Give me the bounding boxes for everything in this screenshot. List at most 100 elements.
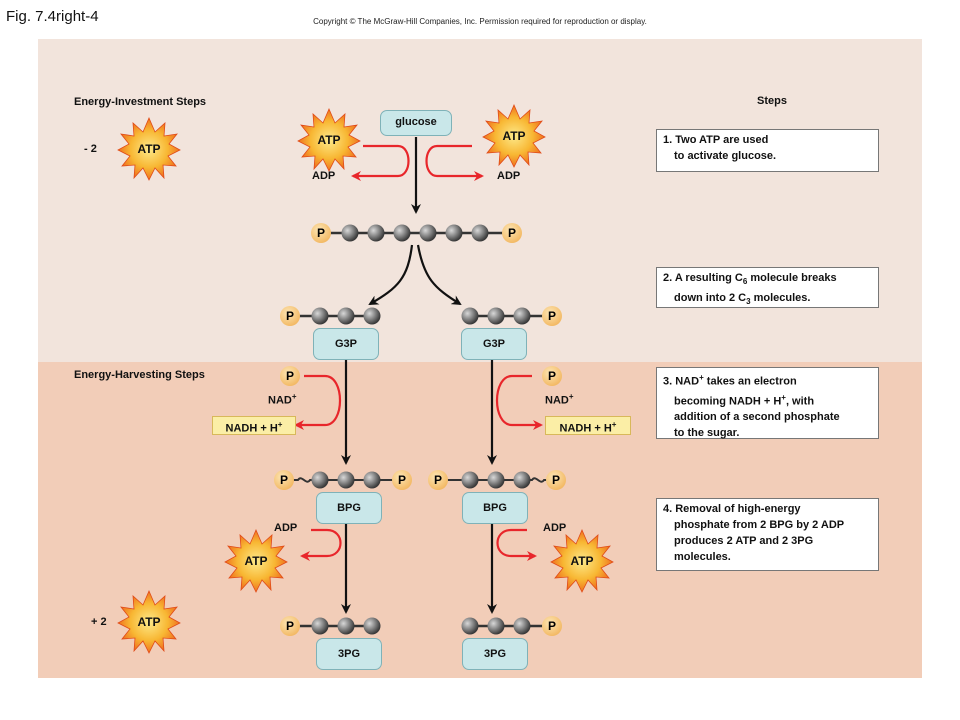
adp-label: ADP <box>274 522 298 534</box>
carbon-chains <box>288 224 556 635</box>
carbon-bead-icon <box>341 224 359 242</box>
phosphate-circle-icon: P <box>502 223 522 243</box>
carbon-bead-icon <box>367 224 385 242</box>
arrow-icon <box>495 374 543 430</box>
svg-text:P: P <box>317 226 325 240</box>
step-3-box: 3. NAD+ takes an electron becoming NADH … <box>656 367 879 439</box>
step-1-box: 1. Two ATP are used to activate glucose. <box>656 129 879 172</box>
svg-text:ATP: ATP <box>137 142 160 156</box>
adp-label: ADP <box>312 170 336 182</box>
carbon-bead-icon <box>311 471 329 489</box>
figure-title: Fig. 7.4right-4 <box>6 8 99 25</box>
svg-text:P: P <box>508 226 516 240</box>
cofactor-arrows <box>294 144 543 561</box>
phosphate-circle-icon: P <box>542 366 562 386</box>
phosphate-circle-icon: P <box>280 616 300 636</box>
phosphate-circle-icon: P <box>546 470 566 490</box>
arrow-icon <box>368 244 414 305</box>
carbon-bead-icon <box>445 224 463 242</box>
arrow-icon <box>416 244 462 306</box>
svg-text:ATP: ATP <box>317 133 340 147</box>
carbon-bead-icon <box>461 471 479 489</box>
svg-text:P: P <box>552 473 560 487</box>
carbon-bead-icon <box>487 307 505 325</box>
arrow-icon <box>496 528 537 561</box>
carbon-bead-icon <box>363 471 381 489</box>
steps-heading: Steps <box>757 95 787 107</box>
atp-burst-icon: ATP <box>482 104 546 168</box>
svg-text:P: P <box>286 369 294 383</box>
svg-text:P: P <box>280 473 288 487</box>
pathway-arrows <box>341 137 497 614</box>
svg-text:ATP: ATP <box>502 129 525 143</box>
nad-label: NAD+ <box>545 392 574 407</box>
carbon-bead-icon <box>363 307 381 325</box>
svg-text:P: P <box>434 473 442 487</box>
phosphate-circle-icon: P <box>274 470 294 490</box>
energy-investment-heading: Energy-Investment Steps <box>74 96 207 108</box>
svg-text:P: P <box>548 369 556 383</box>
phosphate-circle-icon: P <box>280 306 300 326</box>
carbon-bead-icon <box>471 224 489 242</box>
arrow-icon <box>300 528 342 561</box>
phosphate-circle-icon: P <box>392 470 412 490</box>
carbon-bead-icon <box>461 617 479 635</box>
phosphate-circle-icon: P <box>428 470 448 490</box>
step-2-box: 2. A resulting C6 molecule breaks down i… <box>656 267 879 308</box>
carbon-bead-icon <box>461 307 479 325</box>
adp-label: ADP <box>497 170 521 182</box>
carbon-bead-icon <box>311 617 329 635</box>
adp-label: ADP <box>543 522 567 534</box>
svg-text:P: P <box>398 473 406 487</box>
energy-harvesting-heading: Energy-Harvesting Steps <box>74 369 205 381</box>
arrow-icon <box>425 144 484 181</box>
g3p-box-left: G3P <box>313 328 379 360</box>
atp-burst-icon: ATP <box>117 590 181 654</box>
phosphate-circle-icon: P <box>542 306 562 326</box>
nadh-box-right: NADH + H+ <box>545 416 631 435</box>
atp-tally-minus: - 2 <box>84 143 97 155</box>
carbon-bead-icon <box>311 307 329 325</box>
atp-burst-icon: ATP <box>297 108 361 172</box>
carbon-bead-icon <box>513 617 531 635</box>
svg-text:ATP: ATP <box>137 615 160 629</box>
carbon-bead-icon <box>393 224 411 242</box>
carbon-bead-icon <box>337 617 355 635</box>
carbon-bead-icon <box>487 471 505 489</box>
atp-burst-icon: ATP <box>224 529 288 593</box>
atp-burst-icon: ATP <box>117 117 181 181</box>
atp-bursts: ATP ATP ATP ATP ATP ATP <box>117 104 614 654</box>
svg-text:P: P <box>548 309 556 323</box>
bpg-box-left: BPG <box>316 492 382 524</box>
svg-text:ATP: ATP <box>570 554 593 568</box>
carbon-bead-icon <box>337 471 355 489</box>
carbon-bead-icon <box>513 471 531 489</box>
atp-burst-icon: ATP <box>550 529 614 593</box>
svg-text:P: P <box>286 309 294 323</box>
copyright-notice: Copyright © The McGraw-Hill Companies, I… <box>313 17 647 26</box>
carbon-bead-icon <box>419 224 437 242</box>
phosphate-circle-icon: P <box>280 366 300 386</box>
atp-tally-plus: + 2 <box>91 616 107 628</box>
phosphate-circle-icon: P <box>542 616 562 636</box>
step-4-box: 4. Removal of high-energy phosphate from… <box>656 498 879 571</box>
arrow-icon <box>351 144 410 181</box>
phosphate-circle-icon: P <box>311 223 331 243</box>
carbon-bead-icon <box>337 307 355 325</box>
3pg-box-right: 3PG <box>462 638 528 670</box>
svg-text:P: P <box>548 619 556 633</box>
nadh-box-left: NADH + H+ <box>212 416 296 435</box>
nad-label: NAD+ <box>268 392 297 407</box>
3pg-box-left: 3PG <box>316 638 382 670</box>
arrow-icon <box>294 374 342 430</box>
carbon-bead-icon <box>487 617 505 635</box>
carbon-bead-icon <box>513 307 531 325</box>
glucose-box: glucose <box>380 110 452 136</box>
energy-investment-panel <box>38 39 922 362</box>
bpg-box-right: BPG <box>462 492 528 524</box>
phosphate-groups: P P P P P P P P P P P P <box>274 223 566 636</box>
svg-text:P: P <box>286 619 294 633</box>
svg-text:ATP: ATP <box>244 554 267 568</box>
carbon-bead-icon <box>363 617 381 635</box>
